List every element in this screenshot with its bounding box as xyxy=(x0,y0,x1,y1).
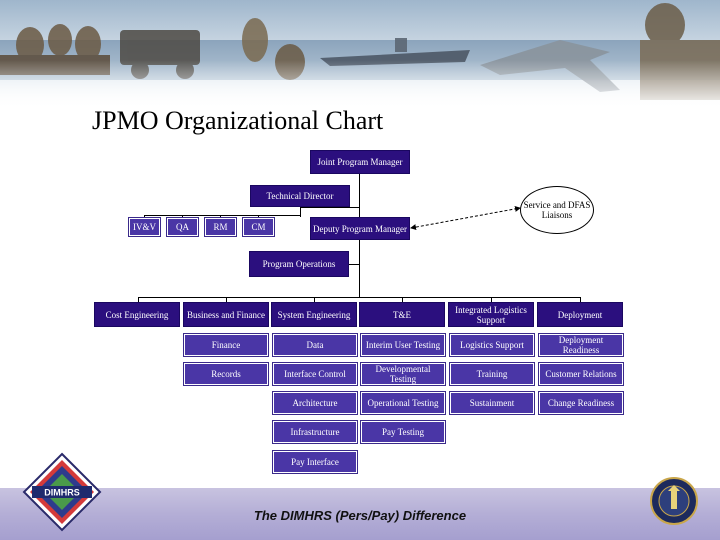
unit-records: Records xyxy=(184,363,268,385)
unit-customer-relations: Customer Relations xyxy=(539,363,623,385)
unit-change-readiness: Change Readiness xyxy=(539,392,623,414)
division-te: T&E xyxy=(359,302,445,327)
connector-line xyxy=(300,207,359,208)
unit-pay-interface: Pay Interface xyxy=(273,451,357,473)
program-operations-box: Program Operations xyxy=(249,251,349,277)
connector-line xyxy=(138,297,139,302)
dimhrs-logo: DIMHRS xyxy=(22,452,102,532)
connector-line xyxy=(314,297,315,302)
joint-program-manager-box: Joint Program Manager xyxy=(310,150,410,174)
connector-line xyxy=(491,297,492,302)
connector-line xyxy=(138,297,580,298)
unit-operational-testing: Operational Testing xyxy=(361,392,445,414)
division-logistics: Integrated Logistics Support xyxy=(448,302,534,327)
svg-text:DIMHRS: DIMHRS xyxy=(44,488,80,498)
unit-training: Training xyxy=(450,363,534,385)
unit-infrastructure: Infrastructure xyxy=(273,421,357,443)
connector-line xyxy=(258,215,259,218)
unit-architecture: Architecture xyxy=(273,392,357,414)
unit-developmental-testing: Developmental Testing xyxy=(361,363,445,385)
connector-line xyxy=(580,297,581,302)
staff-box-ivv: IV&V xyxy=(129,218,160,236)
unit-pay-testing: Pay Testing xyxy=(361,421,445,443)
connector-line xyxy=(300,207,301,217)
connector-line xyxy=(144,215,301,216)
unit-interface-control: Interface Control xyxy=(273,363,357,385)
unit-data: Data xyxy=(273,334,357,356)
connector-line xyxy=(402,297,403,302)
footer-band xyxy=(0,488,720,540)
staff-box-qa: QA xyxy=(167,218,198,236)
division-business-finance: Business and Finance xyxy=(183,302,269,327)
connector-line xyxy=(144,215,145,218)
division-deployment: Deployment xyxy=(537,302,623,327)
connector-line xyxy=(349,264,359,265)
header-banner xyxy=(0,0,720,110)
page-title: JPMO Organizational Chart xyxy=(92,106,384,135)
staff-box-cm: CM xyxy=(243,218,274,236)
staff-box-rm: RM xyxy=(205,218,236,236)
connector-line xyxy=(182,215,183,218)
connector-line xyxy=(220,215,221,218)
unit-deployment-readiness: Deployment Readiness xyxy=(539,334,623,356)
deputy-program-manager-box: Deputy Program Manager xyxy=(310,217,410,240)
unit-logistics-support: Logistics Support xyxy=(450,334,534,356)
division-cost-engineering: Cost Engineering xyxy=(94,302,180,327)
division-system-engineering: System Engineering xyxy=(271,302,357,327)
unit-interim-user-testing: Interim User Testing xyxy=(361,334,445,356)
banner-fade xyxy=(0,60,720,110)
connector-line xyxy=(226,297,227,302)
technical-director-box: Technical Director xyxy=(250,185,350,207)
footer-tagline: The DIMHRS (Pers/Pay) Difference xyxy=(253,508,467,523)
unit-finance: Finance xyxy=(184,334,268,356)
seal-logo xyxy=(650,477,698,525)
liaisons-ellipse: Service and DFAS Liaisons xyxy=(520,186,594,234)
liaison-dashed-arrow xyxy=(410,205,521,231)
unit-sustainment: Sustainment xyxy=(450,392,534,414)
